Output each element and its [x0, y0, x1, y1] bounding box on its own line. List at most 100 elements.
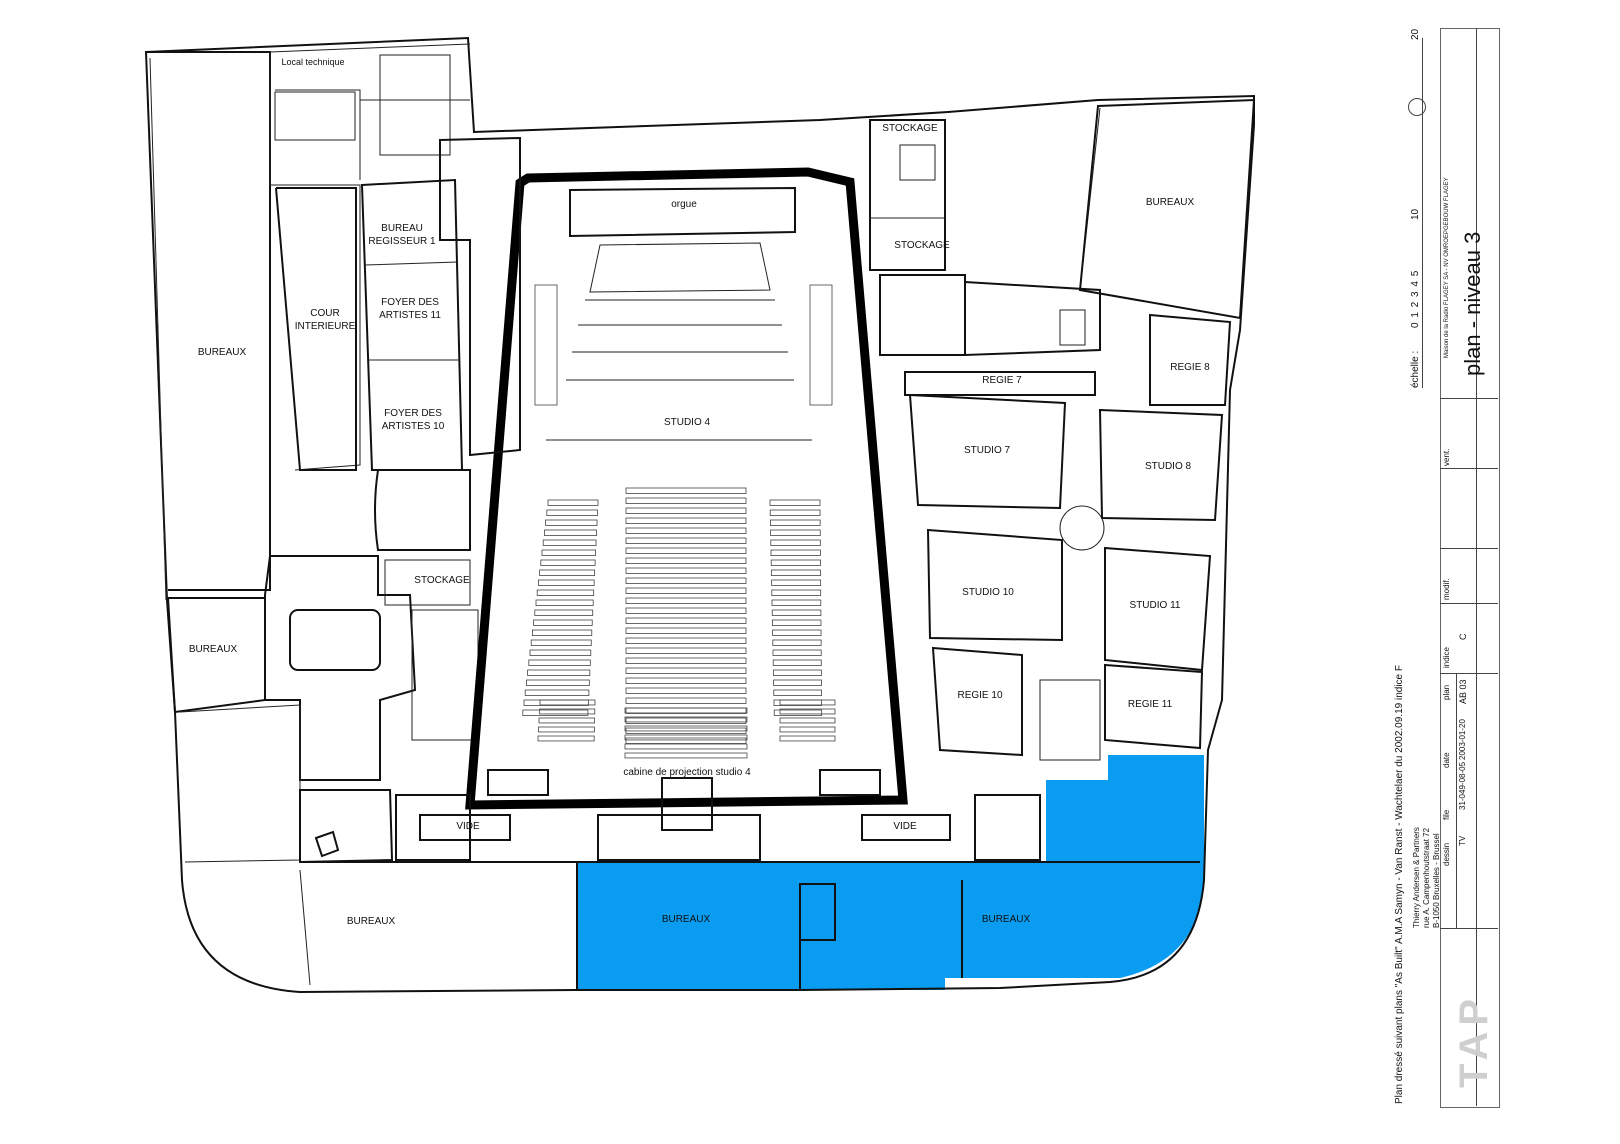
seat-row: [625, 597, 747, 604]
seat-row: [625, 517, 747, 524]
label-regie-7: REGIE 7: [982, 375, 1022, 386]
seat-row: [625, 527, 747, 534]
file-label: file: [1442, 809, 1451, 820]
title-block: échelle : 0 1 2 3 4 5 10 20 Maison de la…: [1394, 28, 1582, 1118]
indice-label: indice: [1442, 647, 1451, 668]
seat-row: [546, 509, 598, 516]
seat-row: [625, 617, 747, 624]
seat-row: [625, 547, 747, 554]
seat-row: [779, 717, 836, 724]
modif-label: modif.: [1442, 578, 1451, 600]
seat-row: [527, 669, 591, 676]
plan-value: AB 03: [1458, 679, 1468, 704]
seat-row: [771, 569, 821, 576]
floor-plan: Local technique STOCKAGE STOCKAGE BUREAU…: [144, 36, 1256, 994]
label-cour-1: COUR: [310, 308, 339, 319]
seat-row: [772, 619, 822, 626]
seat-row: [771, 589, 822, 596]
seat-row: [529, 649, 592, 656]
label-studio-11: STUDIO 11: [1130, 600, 1181, 611]
highlight-bureaux-right: [945, 755, 1204, 978]
seat-row: [530, 639, 592, 646]
seat-row: [771, 579, 822, 586]
firm-line-3: B-1050 Bruxelles - Brussel: [1432, 833, 1441, 928]
seat-row: [545, 519, 598, 526]
label-foyer11-2: ARTISTES 11: [379, 310, 441, 321]
scale-20: 20: [1410, 28, 1421, 40]
firm-line-2: rue A. Campenhoutstraat 72: [1422, 827, 1431, 928]
title-block-frame: [1440, 28, 1500, 1108]
firm-logo: TAP: [1452, 992, 1496, 1088]
studio-4: [465, 167, 908, 831]
label-studio-4: STUDIO 4: [664, 417, 711, 428]
dessin-value: TV: [1458, 835, 1467, 846]
seat-row: [779, 708, 836, 715]
seat-row: [625, 607, 747, 614]
label-foyer10-1: FOYER DES: [384, 408, 442, 419]
label-stockage-2: STOCKAGE: [894, 240, 950, 251]
indice-value: C: [1458, 633, 1468, 641]
seat-row: [625, 697, 747, 704]
seat-row: [532, 629, 593, 636]
seat-row: [624, 752, 748, 759]
label-bureaux-left: BUREAUX: [198, 347, 247, 358]
scale-bar: [1422, 38, 1423, 388]
seat-row: [524, 689, 590, 696]
label-stockage-left: STOCKAGE: [414, 575, 470, 586]
firm-line-1: Thierry Andersen & Partners: [1412, 827, 1421, 928]
date-label: date: [1442, 752, 1451, 768]
seat-row: [772, 639, 822, 646]
seat-row: [779, 735, 836, 742]
date-value: 2003-01-20: [1458, 719, 1467, 760]
label-bureau-regisseur-1: BUREAU: [381, 223, 423, 234]
seat-row: [624, 707, 748, 714]
seat-row: [773, 679, 822, 686]
seat-row: [770, 549, 821, 556]
label-studio-8: STUDIO 8: [1145, 461, 1192, 472]
seat-row: [779, 699, 836, 706]
seat-row: [522, 709, 589, 716]
seat-row: [539, 569, 596, 576]
seat-row: [538, 579, 595, 586]
label-bureau-regisseur-2: REGISSEUR 1: [368, 236, 436, 247]
service-core: [439, 119, 1101, 457]
label-bureaux-top-right: BUREAUX: [1146, 197, 1195, 208]
seat-row: [536, 589, 595, 596]
label-foyer11-1: FOYER DES: [381, 297, 439, 308]
seat-row: [625, 717, 747, 724]
seat-row: [533, 619, 593, 626]
seat-row: [534, 609, 594, 616]
plan-note: Plan dressé suivant plans "As Built" A.M…: [1394, 665, 1405, 1104]
seat-row: [547, 499, 599, 506]
vent-label: vent.: [1442, 448, 1451, 466]
seat-row: [541, 549, 596, 556]
label-bureaux-bottom-right: BUREAUX: [982, 914, 1031, 925]
label-bureaux-left-mid: BUREAUX: [189, 644, 238, 655]
seat-row: [625, 687, 747, 694]
label-regie-10: REGIE 10: [957, 690, 1002, 701]
scale-digits: 0 1 2 3 4 5: [1410, 269, 1421, 328]
seat-row: [625, 487, 747, 494]
seat-row: [625, 577, 747, 584]
dessin-label: dessin: [1442, 842, 1451, 866]
label-vide-left: VIDE: [456, 821, 480, 832]
label-regie-11: REGIE 11: [1128, 699, 1173, 710]
seat-row: [538, 717, 595, 724]
bottom-band: [299, 789, 1200, 990]
north-arrow-icon: [1408, 98, 1426, 116]
seat-row: [769, 509, 821, 516]
seat-row: [625, 667, 747, 674]
seat-row: [542, 539, 597, 546]
seat-row: [625, 497, 747, 504]
seat-row: [773, 669, 822, 676]
room-labels: Local technique STOCKAGE STOCKAGE BUREAU…: [189, 57, 1210, 927]
seat-row: [625, 587, 747, 594]
seat-row: [528, 659, 591, 666]
seat-row: [773, 689, 822, 696]
seat-row: [624, 743, 748, 750]
plan-title: plan - niveau 3: [1460, 231, 1485, 376]
seat-row: [625, 537, 747, 544]
seat-row: [539, 699, 596, 706]
file-value: 31-049-08-05: [1458, 761, 1467, 810]
client-name: Maison de la Radio FLAGEY SA - NV OMROEP…: [1444, 177, 1450, 358]
